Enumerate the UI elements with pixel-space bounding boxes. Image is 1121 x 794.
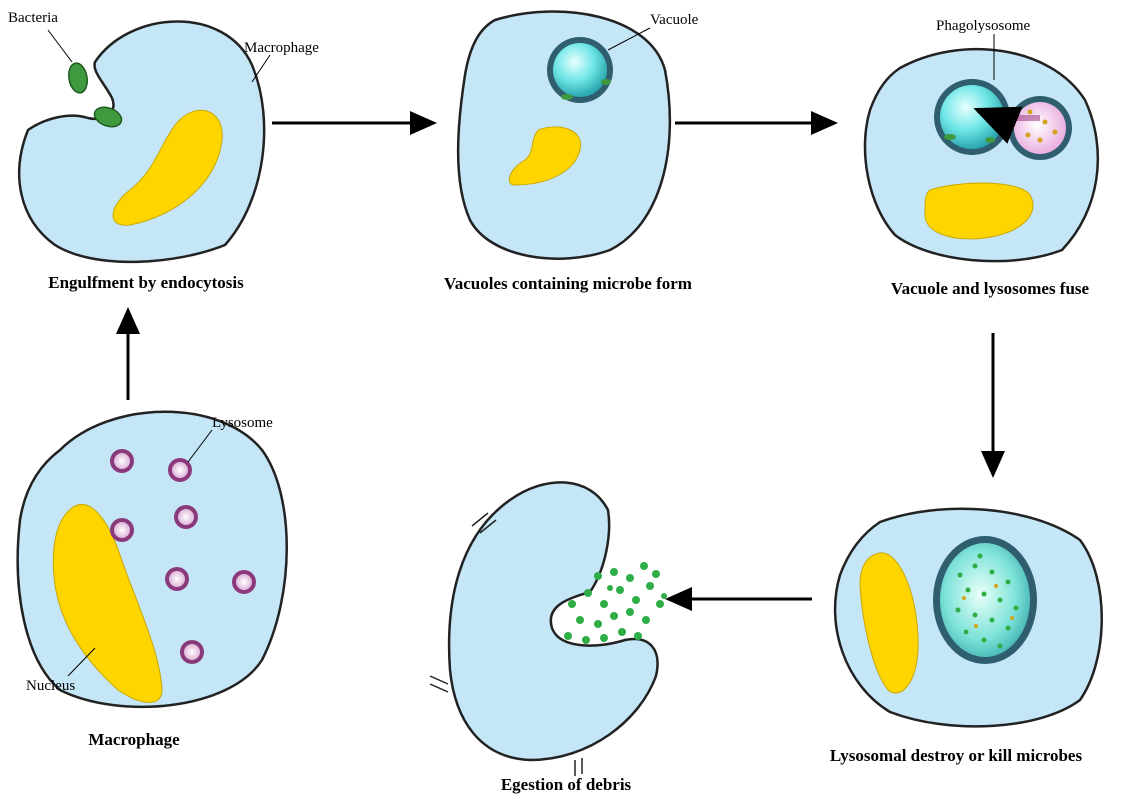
bacteria-label: Bacteria xyxy=(8,10,58,26)
macrophage-label: Macrophage xyxy=(244,40,319,56)
caption-egestion: Egestion of debris xyxy=(501,775,632,794)
macrophage-cytoplasm xyxy=(19,21,264,261)
caption-lysosomal-kill: Lysosomal destroy or kill microbes xyxy=(830,746,1083,765)
vacuole-label: Vacuole xyxy=(650,12,699,28)
bacteria-pointer xyxy=(48,30,72,62)
caption-vacuole-forming: Vacuoles containing microbe form xyxy=(444,274,692,293)
digestive-vacuole-icon xyxy=(933,536,1037,664)
macrophage-cytoplasm xyxy=(449,482,657,760)
nucleus-label: Nucleus xyxy=(26,678,75,694)
vacuole-icon xyxy=(547,37,613,103)
cell-lysosomal-kill xyxy=(835,509,1102,727)
caption-macrophage: Macrophage xyxy=(88,730,180,749)
cell-egestion xyxy=(430,482,667,776)
caption-fusion: Vacuole and lysosomes fuse xyxy=(891,279,1090,298)
cell-fusion: Phagolysosome xyxy=(865,18,1098,261)
caption-engulfment: Engulfment by endocytosis xyxy=(48,273,244,292)
lysosome-label: Lysosome xyxy=(212,415,273,431)
phagolysosome-label: Phagolysosome xyxy=(936,18,1031,34)
cell-macrophage: Lysosome Nucleus xyxy=(18,412,287,707)
cell-vacuole-forming: Vacuole xyxy=(458,12,699,259)
cell-engulfment: Bacteria Macrophage xyxy=(8,10,319,262)
